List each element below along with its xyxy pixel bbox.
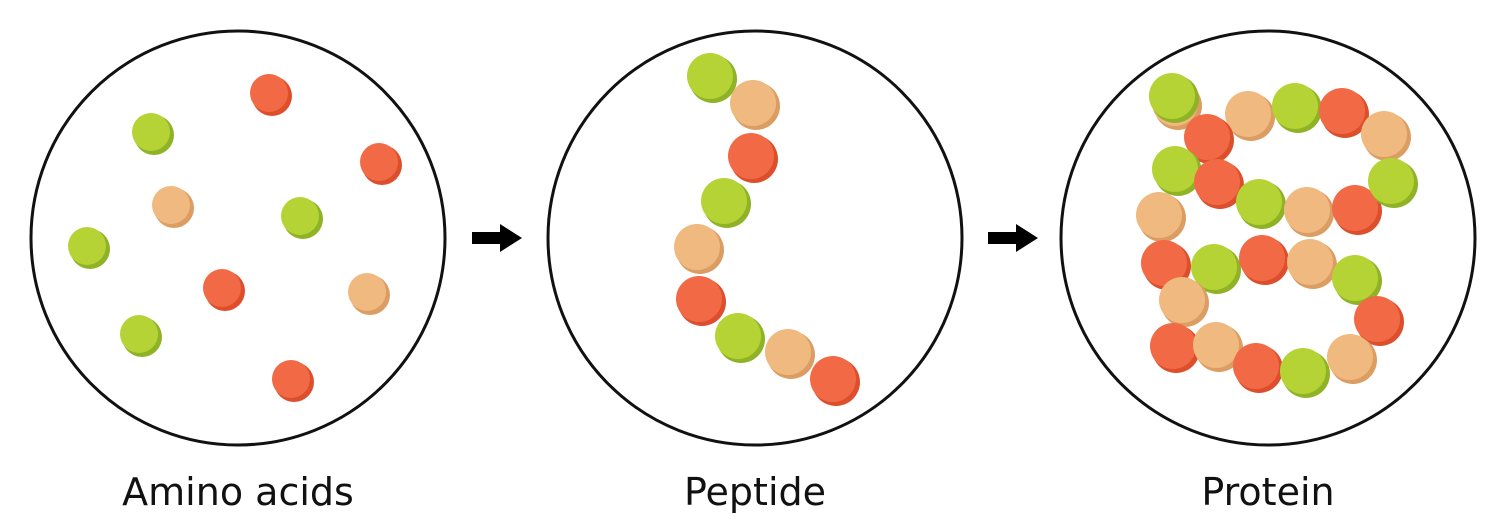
panel-protein: Protein bbox=[1059, 29, 1477, 514]
peptide-bead bbox=[730, 80, 780, 130]
amino-acid-bead bbox=[203, 269, 245, 311]
amino-acid-bead bbox=[348, 273, 390, 315]
protein-label: Protein bbox=[1201, 470, 1334, 514]
amino-acid-bead bbox=[250, 74, 292, 116]
protein-bead bbox=[1272, 83, 1322, 133]
protein-bead bbox=[1184, 114, 1234, 164]
peptide-bead bbox=[810, 356, 860, 406]
protein-bead bbox=[1368, 158, 1418, 208]
protein-bead bbox=[1280, 348, 1330, 398]
protein-bead bbox=[1191, 244, 1241, 294]
protein-bead bbox=[1284, 187, 1334, 237]
protein-bead bbox=[1152, 146, 1202, 196]
protein-bead bbox=[1136, 192, 1186, 242]
protein-bead bbox=[1327, 334, 1377, 384]
amino-acid-bead bbox=[132, 113, 174, 155]
amino-acid-bead bbox=[152, 186, 194, 228]
peptide-bead bbox=[728, 133, 778, 183]
peptide-bead bbox=[701, 178, 751, 228]
panel-peptide: Peptide bbox=[546, 29, 964, 514]
amino-acid-bead bbox=[272, 360, 314, 402]
protein-bead bbox=[1236, 179, 1286, 229]
protein-bead bbox=[1193, 322, 1243, 372]
protein-bead bbox=[1225, 91, 1275, 141]
peptide-bead bbox=[765, 329, 815, 379]
protein-bead bbox=[1150, 323, 1200, 373]
peptide-frame bbox=[546, 29, 964, 447]
amino-acid-bead bbox=[120, 315, 162, 357]
protein-bead bbox=[1159, 277, 1209, 327]
amino-acid-bead bbox=[281, 197, 323, 239]
amino-acid-bead bbox=[360, 143, 402, 185]
protein-bead bbox=[1287, 239, 1337, 289]
panel-amino-acids: Amino acids bbox=[29, 29, 447, 514]
protein-fold bbox=[1136, 73, 1418, 398]
peptide-chain bbox=[674, 53, 860, 406]
peptide-bead bbox=[676, 276, 726, 326]
peptide-bead bbox=[687, 53, 737, 103]
right-arrow-icon bbox=[988, 224, 1038, 252]
amino-acid-beads bbox=[68, 74, 402, 402]
protein-bead bbox=[1361, 111, 1411, 161]
protein-bead bbox=[1332, 185, 1382, 235]
amino-acids-label: Amino acids bbox=[122, 470, 354, 514]
peptide-bead bbox=[715, 313, 765, 363]
peptide-label: Peptide bbox=[684, 470, 826, 514]
protein-bead bbox=[1354, 296, 1404, 346]
protein-frame bbox=[1059, 29, 1477, 447]
protein-bead bbox=[1332, 255, 1382, 305]
protein-bead bbox=[1233, 343, 1283, 393]
peptide-bead bbox=[674, 224, 724, 274]
amino-acid-bead bbox=[68, 227, 110, 269]
protein-bead bbox=[1319, 88, 1369, 138]
amino-acids-frame bbox=[29, 29, 447, 447]
protein-bead bbox=[1239, 235, 1289, 285]
right-arrow-icon bbox=[472, 224, 522, 252]
protein-bead bbox=[1149, 73, 1199, 123]
protein-bead bbox=[1194, 159, 1244, 209]
